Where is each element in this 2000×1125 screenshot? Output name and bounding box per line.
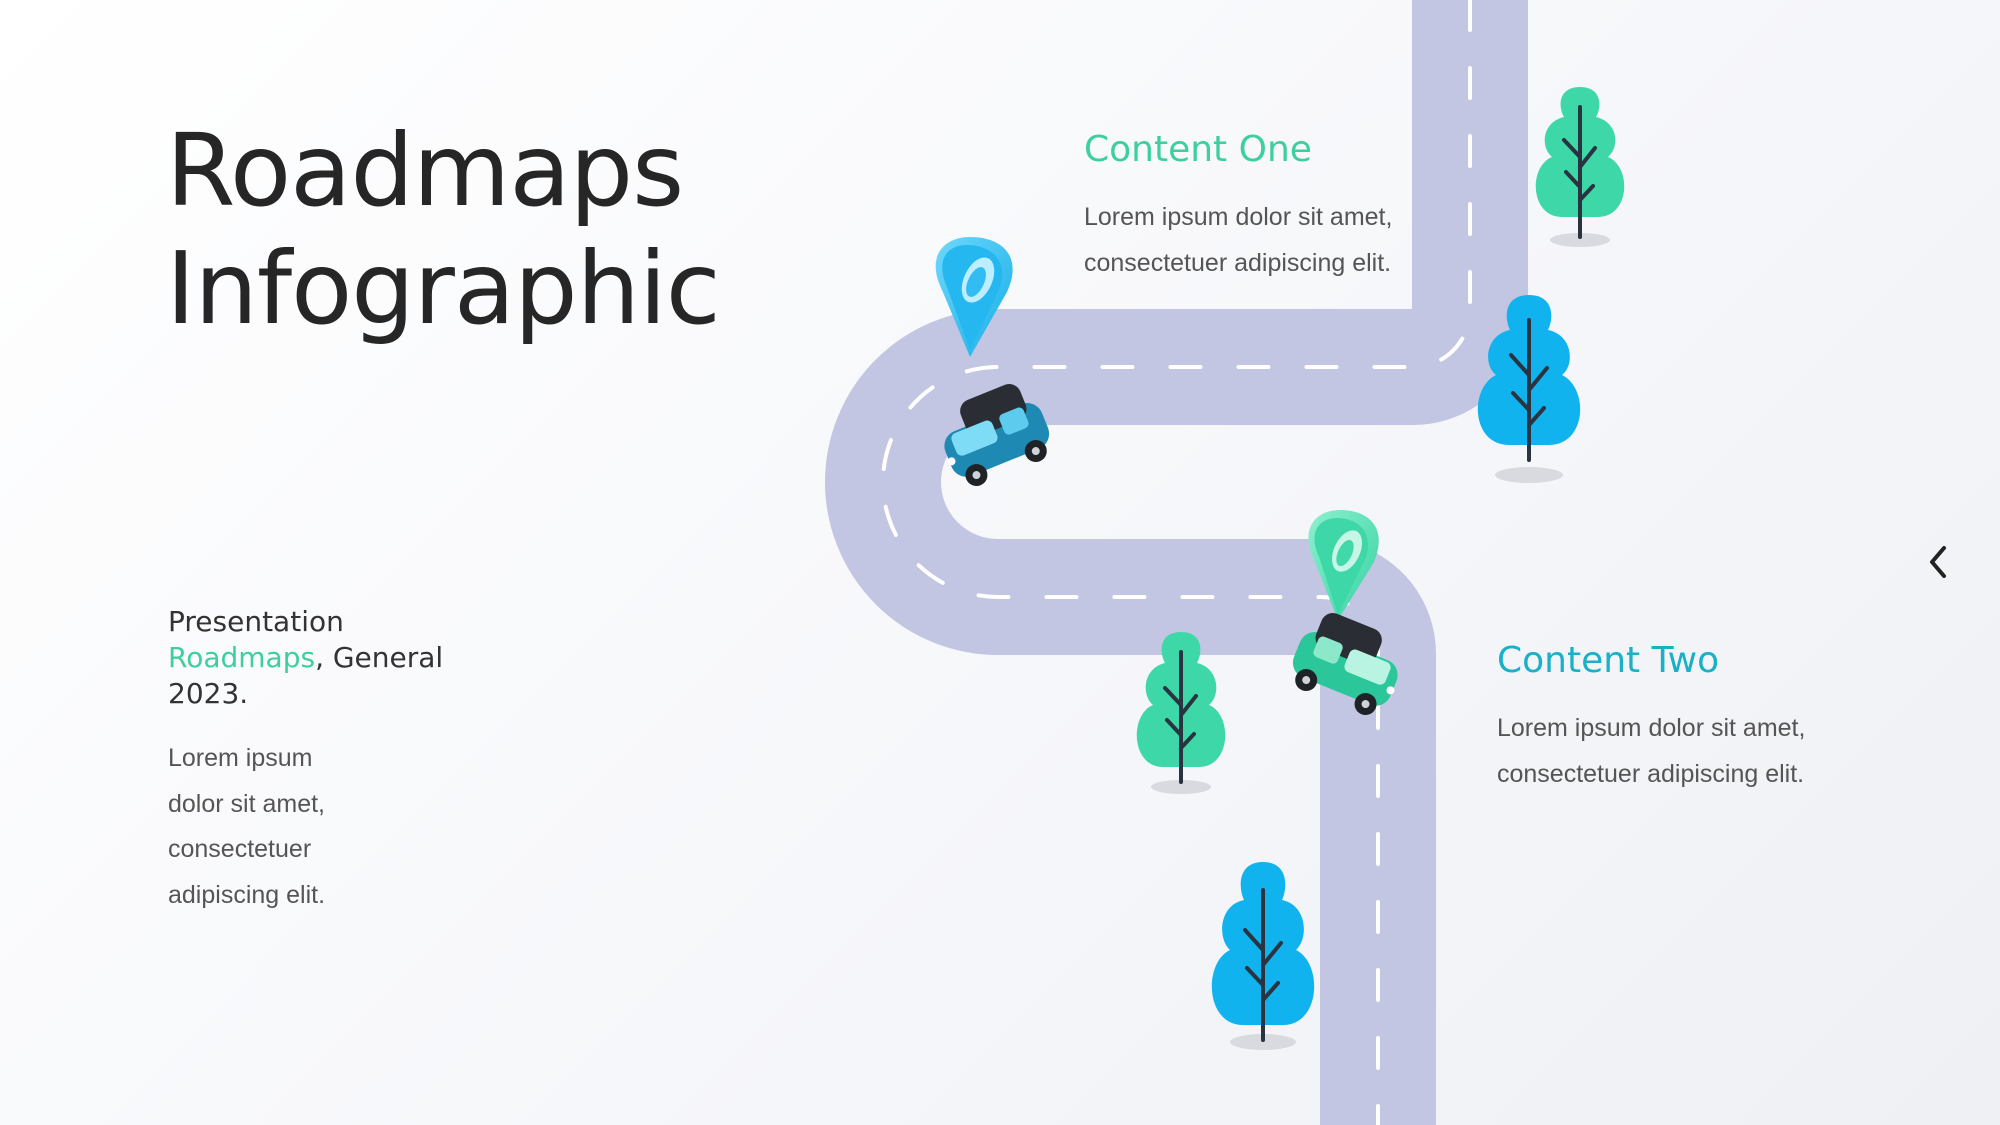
subtitle-suffix: , General [315,641,444,674]
content-two-text: Lorem ipsum dolor sit amet, consectetuer… [1497,706,1897,797]
blue-car-icon [944,383,1050,487]
chevron-left-icon [1930,546,1946,578]
intro-line: dolor sit amet, [168,789,326,818]
intro-text: Lorem ipsum dolor sit amet, consectetuer… [168,736,368,918]
subtitle-accent: Roadmaps [168,641,316,674]
subtitle-prefix: Presentation [168,605,344,638]
map-pin-green-icon [1308,510,1379,620]
intro-line: adipiscing elit. [168,880,326,909]
content-one-line: Lorem ipsum dolor sit amet, [1084,203,1393,231]
content-two-heading: Content Two [1497,640,1720,681]
back-button[interactable] [1916,540,1960,584]
content-one-line: consectetuer adipiscing elit. [1084,248,1392,277]
slide-title: Roadmaps Infographic [166,112,721,348]
map-pin-blue-icon [935,237,1013,357]
intro-line: consectetuer [168,835,312,863]
title-line-2: Infographic [166,230,721,347]
title-line-1: Roadmaps [166,112,684,229]
subtitle-year: 2023. [168,677,249,710]
tree-icon [1136,632,1226,794]
content-one-heading: Content One [1084,129,1312,170]
content-two-line: Lorem ipsum dolor sit amet, [1497,714,1806,742]
content-two-line: consectetuer adipiscing elit. [1497,759,1805,788]
tree-icon [1477,295,1581,483]
tree-icon [1211,862,1315,1050]
content-one-text: Lorem ipsum dolor sit amet, consectetuer… [1084,195,1484,286]
intro-line: Lorem ipsum [168,744,313,772]
presentation-subtitle: Presentation Roadmaps, General 2023. [168,604,488,712]
tree-icon [1535,87,1625,247]
green-car-icon [1292,612,1398,716]
